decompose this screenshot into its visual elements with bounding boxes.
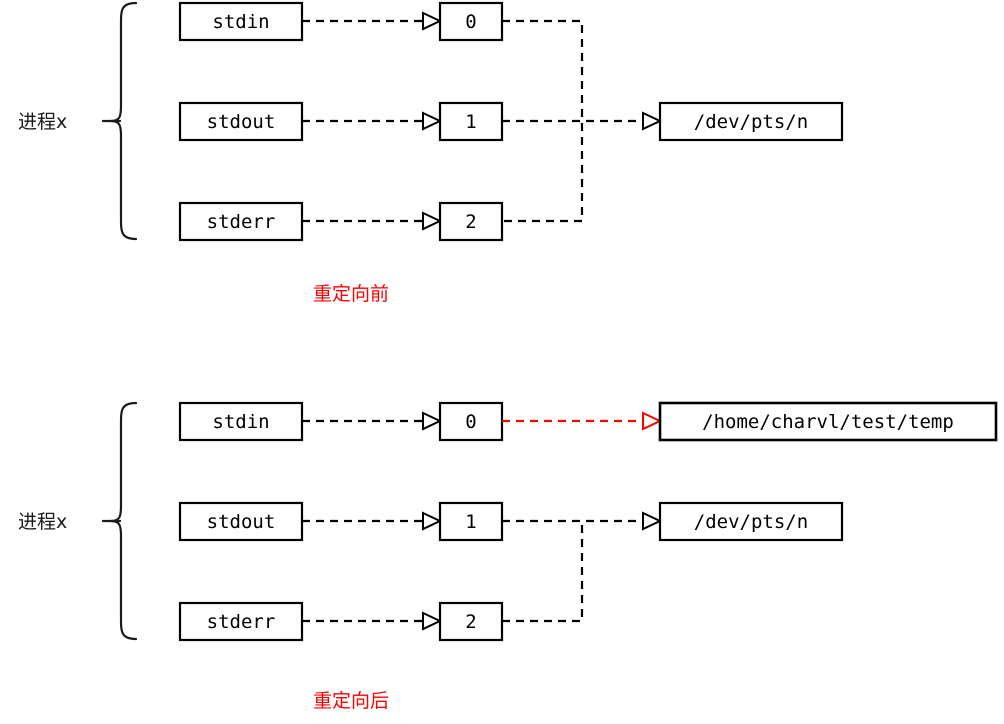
target-file-box-after[interactable] xyxy=(658,401,998,442)
panel-before: 进程x stdin 0 stdout 1 xyxy=(18,1,844,305)
stdout-box-label-before: stdout xyxy=(207,111,276,133)
fd2-box-label-before: 2 xyxy=(465,211,476,233)
target-tty-label-before: /dev/pts/n xyxy=(694,111,808,133)
arrow-stderr-to-fd2-after xyxy=(422,611,443,631)
stderr-box-before[interactable] xyxy=(178,201,304,242)
fd2-box-after[interactable] xyxy=(438,601,504,642)
process-brace-after xyxy=(110,401,138,641)
stream-row-stderr-after: stderr 2 xyxy=(178,601,504,642)
target-tty-box-before[interactable] xyxy=(658,101,844,142)
stdout-box-before[interactable] xyxy=(178,101,304,142)
arrow-stdout-to-fd1-after xyxy=(422,511,443,531)
fd1-box-label-before: 1 xyxy=(465,111,476,133)
process-brace-before xyxy=(110,1,138,241)
process-label-after: 进程x xyxy=(18,511,67,533)
stream-row-stderr-before: stderr 2 xyxy=(178,201,504,242)
stdin-box-after[interactable] xyxy=(178,401,304,442)
stdin-box-label-after: stdin xyxy=(212,411,269,433)
fd2-box-before[interactable] xyxy=(438,201,504,242)
link-fd2-bus-after xyxy=(502,521,584,623)
fd2-box-label-after: 2 xyxy=(465,611,476,633)
fd1-box-after[interactable] xyxy=(438,501,504,542)
arrow-to-tty-after xyxy=(642,511,663,531)
stdout-box-after[interactable] xyxy=(178,501,304,542)
fd1-box-before[interactable] xyxy=(438,101,504,142)
arrow-stderr-to-fd2 xyxy=(422,211,443,231)
fd0-box-label-before: 0 xyxy=(465,11,476,33)
arrow-stdin-to-fd0 xyxy=(422,11,443,31)
caption-after: 重定向后 xyxy=(313,690,389,712)
stderr-box-label-after: stderr xyxy=(207,611,276,633)
stream-row-stdout-after: stdout 1 xyxy=(178,501,504,542)
arrow-stdout-to-fd1 xyxy=(422,111,443,131)
fd1-box-label-after: 1 xyxy=(465,511,476,533)
stdout-box-label-after: stdout xyxy=(207,511,276,533)
process-label-before: 进程x xyxy=(18,111,67,133)
arrow-to-file-after xyxy=(642,411,663,431)
stream-row-stdin-after: stdin 0 xyxy=(178,401,504,442)
fd0-box-label-after: 0 xyxy=(465,411,476,433)
target-tty-label-after: /dev/pts/n xyxy=(694,511,808,533)
target-tty-box-after[interactable] xyxy=(658,501,844,542)
caption-before: 重定向前 xyxy=(313,283,389,305)
arrow-stdin-to-fd0-after xyxy=(422,411,443,431)
stderr-box-label-before: stderr xyxy=(207,211,276,233)
panel-after: 进程x stdin 0 /home/charvl/test/temp stdou… xyxy=(18,401,998,712)
target-file-label-after: /home/charvl/test/temp xyxy=(702,411,954,433)
arrow-to-tty-before xyxy=(642,111,663,131)
stream-row-stdin-before: stdin 0 xyxy=(178,1,504,42)
link-fd0-fd2-bus-before xyxy=(502,19,584,223)
stdin-box-label-before: stdin xyxy=(212,11,269,33)
stream-row-stdout-before: stdout 1 xyxy=(178,101,504,142)
